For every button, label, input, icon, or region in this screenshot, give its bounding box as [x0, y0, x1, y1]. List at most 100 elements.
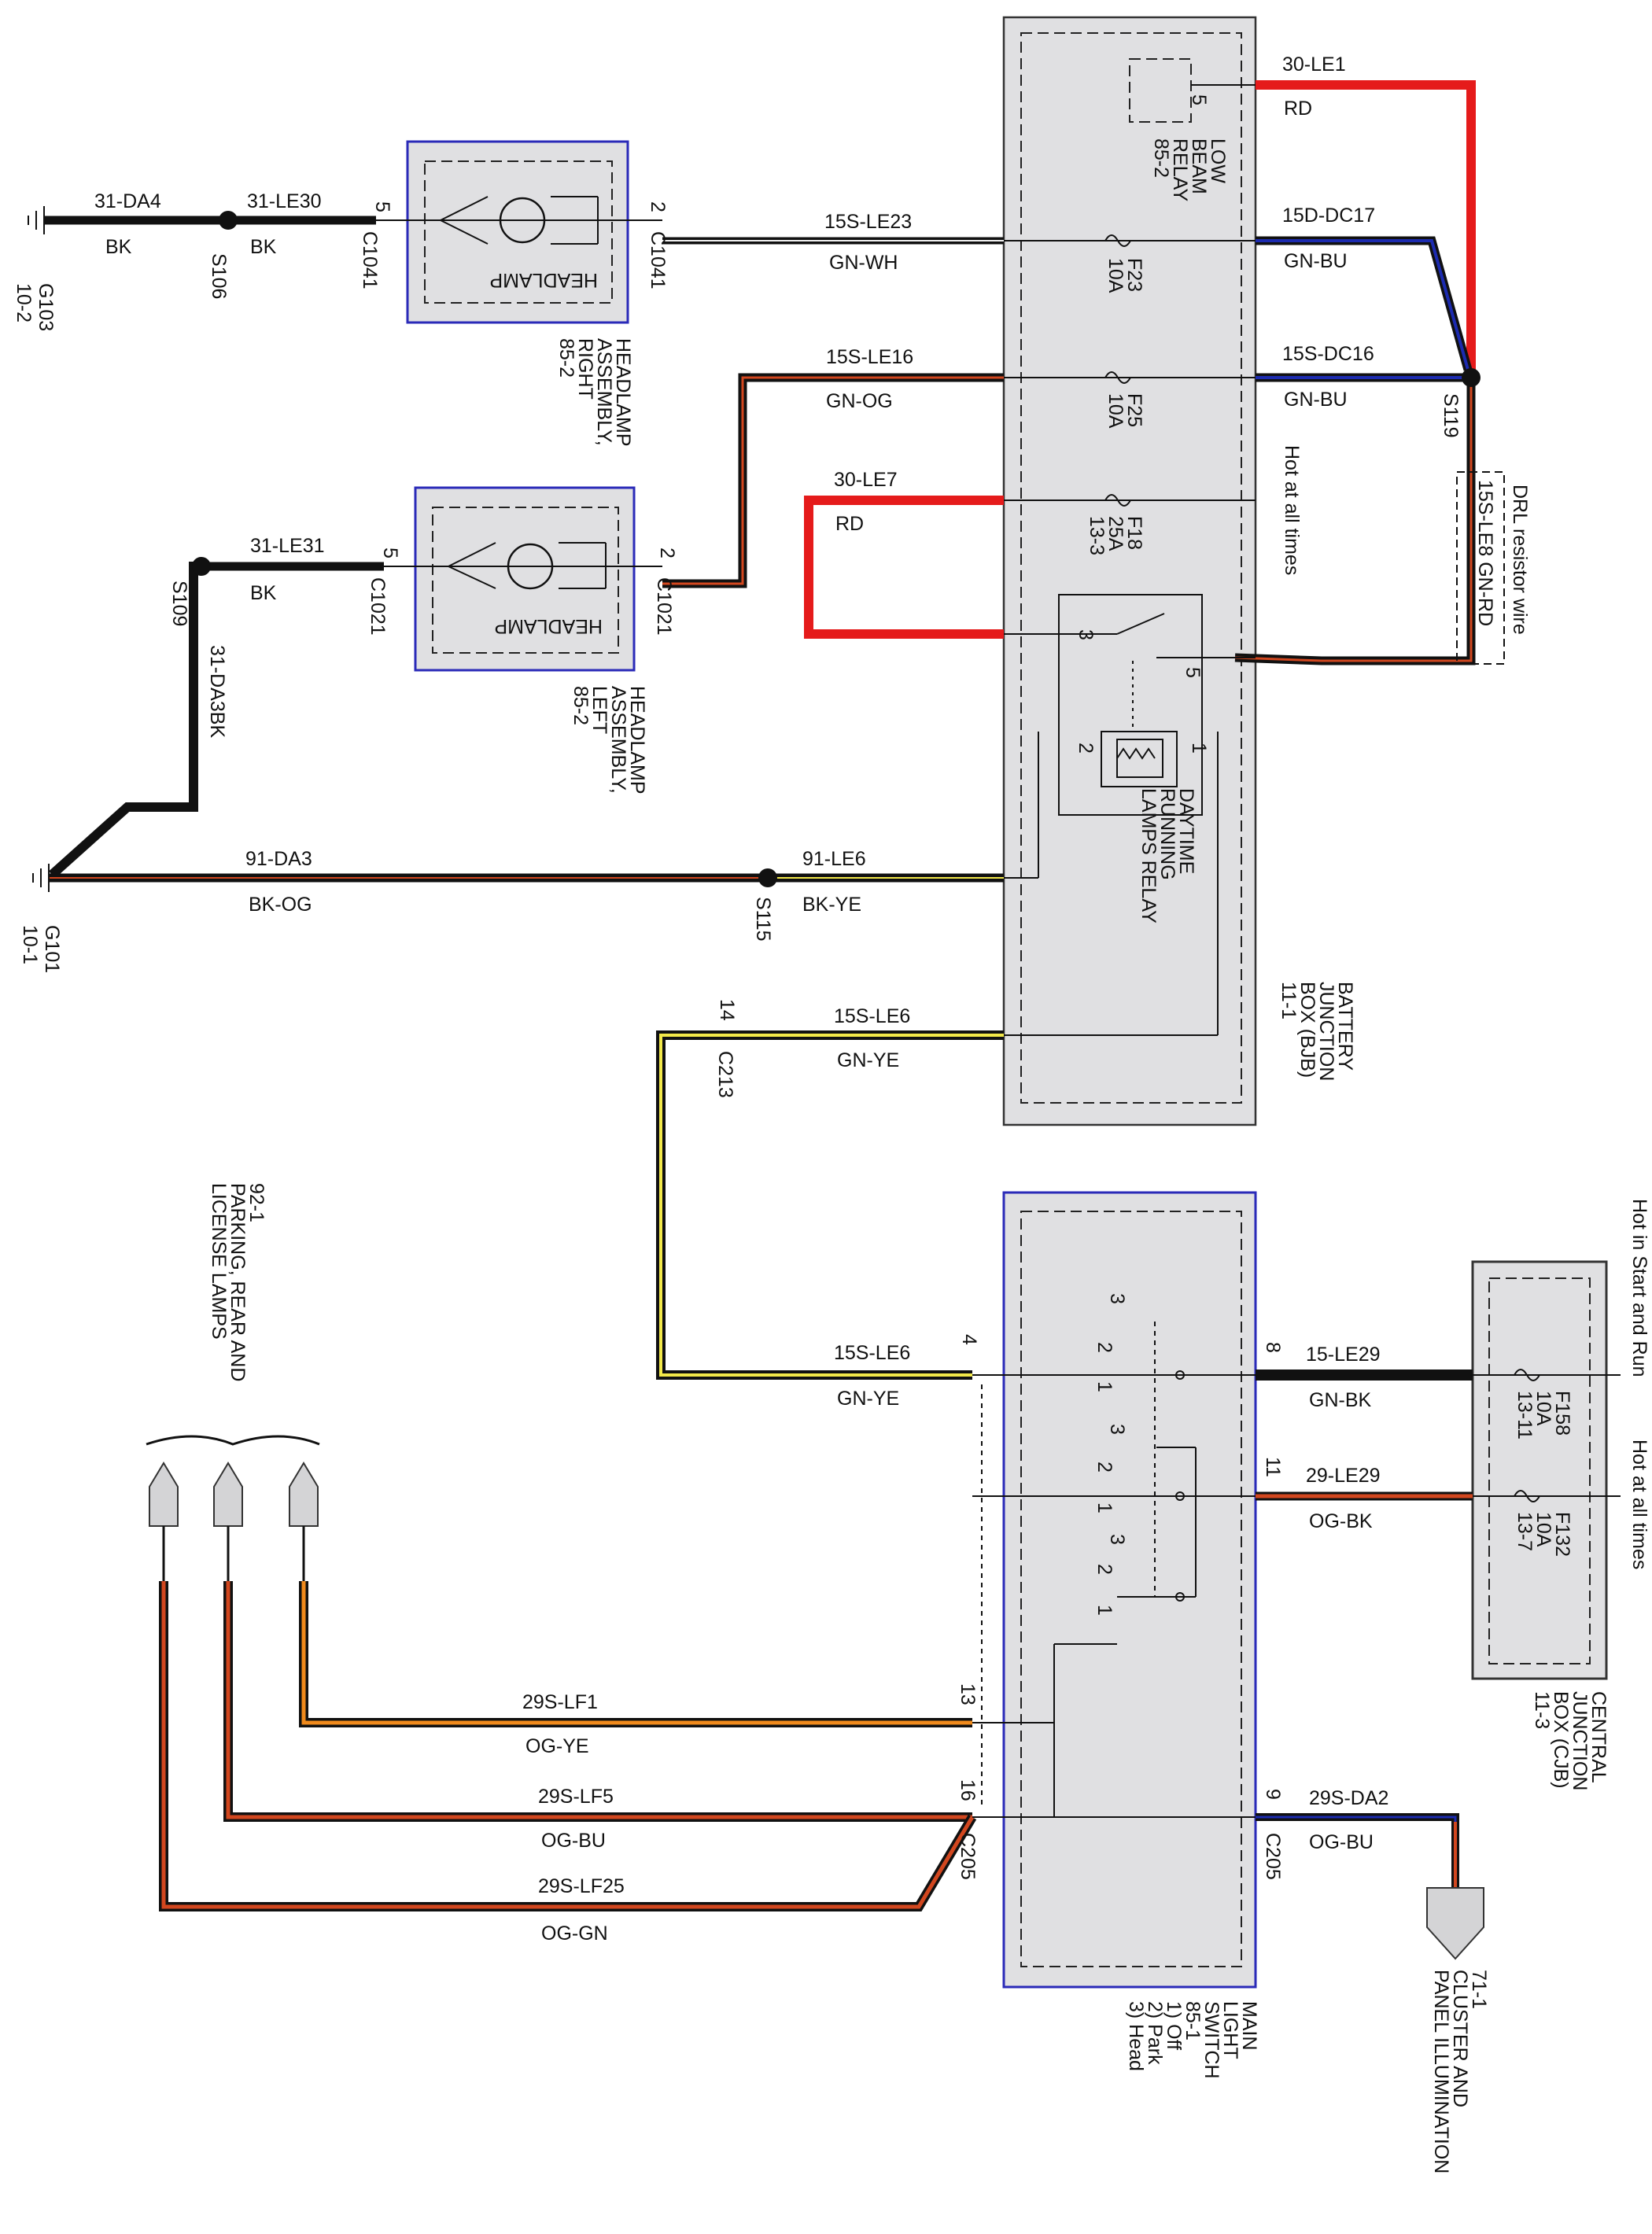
wire-color-15s-le6-bottom: GN-YE: [837, 1388, 899, 1410]
bjb-line3: BOX (BJB): [1296, 982, 1318, 1078]
connector-c1041-right: C1041: [647, 231, 669, 289]
low-beam-relay: 5: [1129, 58, 1210, 123]
wire-label-31-da3bk: 31-DA3BK: [206, 645, 228, 738]
relay-pin-2: 2: [1075, 743, 1097, 754]
wire-color-29s-lf1: OG-YE: [525, 1735, 589, 1757]
drl-relay-label: DAYTIME RUNNING LAMPS RELAY: [1138, 788, 1197, 923]
wire-color-91-da3: BK-OG: [249, 894, 312, 916]
pin-4: 4: [958, 1334, 980, 1345]
drl-resistor-bracket: [1456, 471, 1505, 665]
wire-color-30-le7: RD: [835, 513, 864, 535]
hl-left-line3: LEFT: [588, 686, 610, 734]
wire-color-15s-le6-top: GN-YE: [837, 1049, 899, 1071]
wire-label-15s-dc16: 15S-DC16: [1282, 343, 1374, 365]
switch-pos-3a: 3: [1106, 1293, 1128, 1304]
wire-label-31-da4: 31-DA4: [94, 190, 161, 212]
fuse-f158-rating: 10A: [1532, 1391, 1554, 1426]
mls-line7: 3) Head: [1125, 2001, 1147, 2071]
fuse-f23-rating: 10A: [1104, 258, 1127, 293]
mls-line5: 1) Off: [1163, 2001, 1185, 2050]
splice-s109-label: S109: [168, 581, 190, 626]
wire-label-29s-lf1: 29S-LF1: [522, 1691, 598, 1713]
connector-c1021-left: C1021: [367, 577, 389, 636]
relay-pin-3: 3: [1075, 629, 1097, 640]
wire-label-15s-le16: 15S-LE16: [826, 346, 913, 368]
pin-5-c1041: 5: [371, 201, 393, 212]
cjb-line4: 11-3: [1531, 1691, 1553, 1729]
wire-label-29s-lf5: 29S-LF5: [538, 1786, 614, 1808]
note-hot-at-all-times-cjb: Hot at all times: [1628, 1440, 1650, 1569]
wire-label-30-le1: 30-LE1: [1282, 53, 1346, 76]
drl-line1: DAYTIME: [1175, 788, 1197, 874]
wire-label-91-da3: 91-DA3: [245, 848, 312, 870]
mls-line4: 85-1: [1182, 2001, 1204, 2040]
connector-c205-left: C205: [957, 1833, 979, 1880]
wire-label-15s-le23: 15S-LE23: [824, 211, 912, 233]
relay-pin-5: 5: [1182, 667, 1204, 678]
hl-right-line3: RIGHT: [574, 338, 596, 400]
wire-label-31-le31: 31-LE31: [250, 535, 325, 557]
pin-16: 16: [957, 1779, 979, 1801]
wire-15s-le6: [656, 1030, 1004, 1380]
fuse-f25-name: F25: [1123, 393, 1145, 427]
connector-c1041-left: C1041: [359, 231, 381, 289]
wire-label-15s-le8: 15S-LE8 GN-RD: [1474, 480, 1496, 626]
connector-c205-right: C205: [1262, 1833, 1284, 1880]
fuse-f18-ref: 13-3: [1086, 516, 1108, 555]
fuse-f25-rating: 10A: [1104, 393, 1127, 429]
bjb-line1: BATTERY: [1334, 982, 1356, 1071]
fuse-f132-ref: 13-7: [1514, 1512, 1536, 1551]
wire-15s-le16: [662, 373, 1004, 588]
wire-30-le7: [804, 496, 1004, 639]
pin-11: 11: [1262, 1457, 1284, 1477]
headlamp-left-box: [414, 486, 636, 672]
splice-s115: [758, 868, 777, 887]
headlamp-assembly-right-label: HEADLAMP ASSEMBLY, RIGHT 85-2: [555, 338, 634, 447]
wire-15d-dc17: [1256, 236, 1473, 371]
fuse-f158-labels: F158 10A 13-11: [1514, 1391, 1573, 1440]
cluster-label: 71-1 CLUSTER AND PANEL ILLUMINATION: [1430, 1970, 1490, 2173]
splice-s119: [1462, 368, 1481, 387]
wire-color-31-le30: BK: [250, 236, 277, 258]
cjb-line2: JUNCTION: [1569, 1691, 1591, 1790]
cluster-line1: 71-1: [1468, 1970, 1490, 2009]
hl-left-line1: HEADLAMP: [626, 686, 648, 794]
fuse-f132-name: F132: [1551, 1512, 1573, 1557]
fuse-f158-name: F158: [1551, 1391, 1573, 1436]
main-light-switch-label: MAIN LIGHT SWITCH 85-1 1) Off 2) Park 3)…: [1125, 2001, 1260, 2079]
fuse-symbols: [1104, 234, 1540, 1502]
splice-s109: [192, 557, 211, 576]
fuse-f158-ref: 13-11: [1514, 1391, 1536, 1440]
ground-g103-ref: 10-2: [13, 283, 35, 323]
park-line3: LICENSE LAMPS: [208, 1183, 230, 1340]
battery-junction-box: [1002, 16, 1257, 1126]
wire-label-31-le30: 31-LE30: [247, 190, 322, 212]
wire-label-29s-da2: 29S-DA2: [1309, 1787, 1388, 1809]
bjb-label: BATTERY JUNCTION BOX (BJB) 11-1: [1278, 982, 1356, 1081]
fuse-f23-labels: F23 10A: [1104, 258, 1145, 293]
pin-5-label: 5: [1188, 94, 1210, 105]
switch-pos-3b: 3: [1106, 1424, 1128, 1435]
headlamp-right-symbol: [376, 196, 662, 245]
wire-color-91-le6: BK-YE: [802, 894, 861, 916]
wire-29s-lf1: [299, 1581, 972, 1727]
pin-2-c1021: 2: [656, 547, 678, 558]
ground-g101-ref: 10-1: [19, 925, 41, 964]
pin-8: 8: [1262, 1342, 1284, 1353]
main-light-switch-box: [1002, 1191, 1257, 1989]
bjb-line2: JUNCTION: [1315, 982, 1337, 1081]
headlamp-right-text: HEADLAMP: [489, 269, 598, 291]
wire-29s-da2: [1256, 1813, 1459, 1888]
headlamp-left-text: HEADLAMP: [494, 615, 603, 637]
switch-internal-lines: [972, 1322, 1256, 1818]
lbr-line3: RELAY: [1169, 138, 1191, 201]
wire-color-30-le1: RD: [1284, 98, 1312, 120]
fuse-f23-name: F23: [1123, 258, 1145, 292]
ground-icon-g101: [32, 864, 50, 892]
lbr-line1: LOW: [1207, 138, 1229, 183]
mls-line3: SWITCH: [1200, 2001, 1222, 2079]
mls-line1: MAIN: [1238, 2001, 1260, 2051]
wire-label-15d-dc17: 15D-DC17: [1282, 205, 1375, 227]
pin-9: 9: [1262, 1789, 1284, 1800]
wire-15s-le8: [1234, 378, 1476, 665]
